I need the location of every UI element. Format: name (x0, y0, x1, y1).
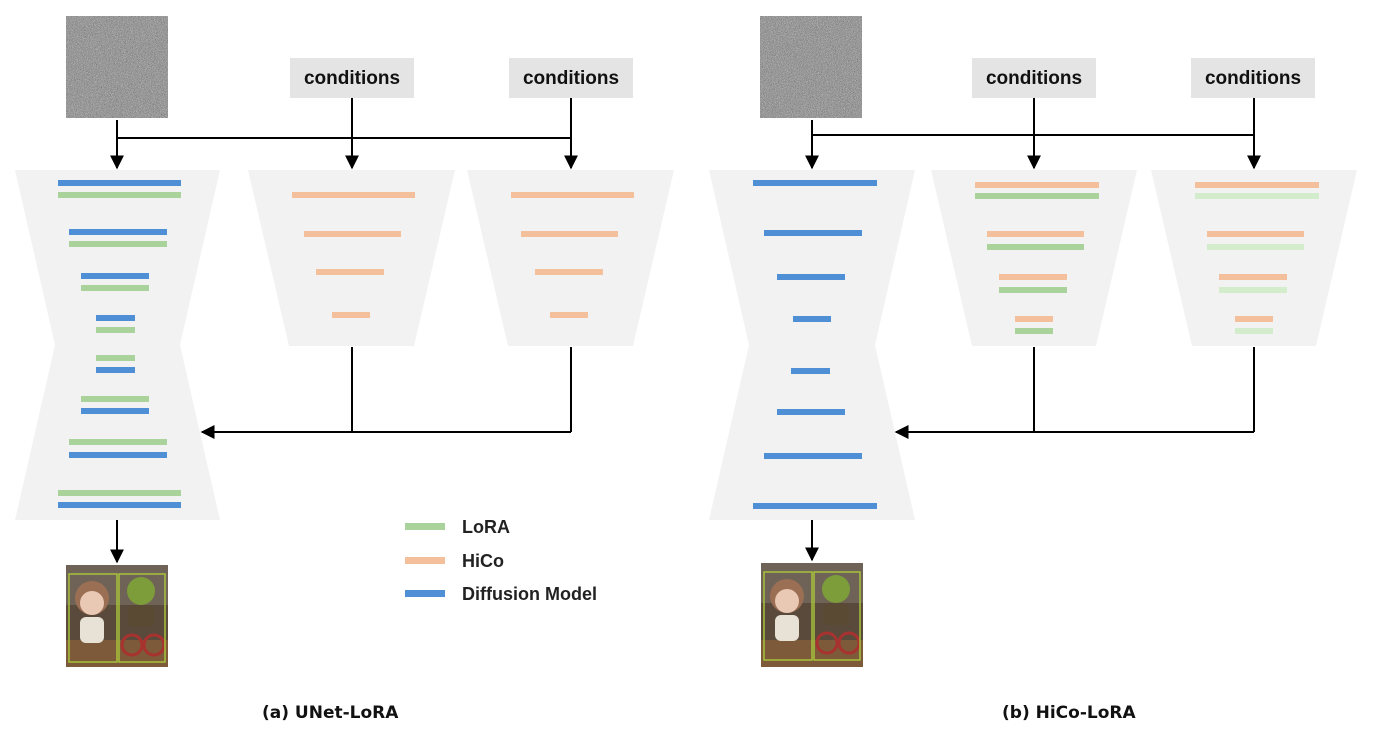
hico-layer-bar (1219, 274, 1287, 280)
legend: LoRA HiCo Diffusion Model (405, 517, 597, 604)
diffusion-layer-bar (96, 315, 135, 321)
conditions-label: conditions (986, 68, 1082, 89)
generated-image-b (761, 563, 863, 667)
hico-layer-bar (304, 231, 401, 237)
bbox-girl (68, 573, 118, 663)
diffusion-layer-bar (69, 452, 167, 458)
connectors-b (805, 98, 1261, 562)
diffusion-layer-bar (58, 180, 181, 186)
hico-layer-bar (999, 274, 1067, 280)
conditions-box-b1: conditions (972, 58, 1096, 98)
hico-layer-bar (535, 269, 603, 275)
noise-texture (760, 16, 862, 118)
legend-label-lora: LoRA (462, 517, 510, 537)
conditions-box-a2: conditions (509, 58, 633, 98)
diffusion-layer-bar (69, 229, 167, 235)
hico-layer-bar (316, 269, 384, 275)
lora-layer-bar (81, 285, 149, 291)
lora-layer-bar (69, 241, 167, 247)
caption-a: (a) UNet-LoRA (262, 703, 399, 723)
conditions-box-a1: conditions (290, 58, 414, 98)
caption-b: (b) HiCo-LoRA (1002, 703, 1136, 723)
generated-image-a (66, 565, 168, 667)
conditions-label: conditions (523, 68, 619, 89)
diffusion-layer-bar (753, 180, 877, 186)
hico-layer-bar (332, 312, 370, 318)
lora-layer-bar (69, 439, 167, 445)
connectors-a (110, 98, 578, 564)
hico-layer-bar (1195, 182, 1319, 188)
character-girl-body (775, 615, 799, 641)
bike-wheel (142, 633, 166, 657)
hico-layer-bar (292, 192, 415, 198)
bbox-ogre (118, 573, 166, 663)
bbox-ogre (813, 571, 861, 661)
diffusion-layer-bar (81, 408, 149, 414)
lora-layer-bar (1235, 328, 1273, 334)
lora-layer-bar (58, 192, 181, 198)
bike-wheel (120, 633, 144, 657)
diffusion-layer-bar (81, 273, 149, 279)
hico-layer-bar (1207, 231, 1304, 237)
panel-a: conditions conditions (15, 16, 674, 667)
bbox-girl (763, 571, 813, 661)
hico-layer-bar (511, 192, 634, 198)
hico-layer-bar (1235, 316, 1273, 322)
hico-layers (292, 192, 634, 318)
lora-layer-bar (58, 490, 181, 496)
hico-lora-layers-1 (975, 182, 1099, 334)
diffusion-layer-bar (793, 316, 831, 322)
lora-layer-bar (975, 193, 1099, 199)
condition-encoder-panel (467, 170, 674, 346)
lora-layer-bar (999, 287, 1067, 293)
diffusion-layer-bar (96, 367, 135, 373)
conditions-box-b2: conditions (1191, 58, 1315, 98)
character-girl-body (80, 617, 104, 643)
diffusion-layer-bar (777, 409, 845, 415)
condition-encoder-panel (1151, 170, 1357, 346)
diffusion-layer-bar (753, 503, 877, 509)
lora-layer-bar (1219, 287, 1287, 293)
lora-layer-bar (96, 327, 135, 333)
hico-layer-bar (521, 231, 618, 237)
legend-label-hico: HiCo (462, 551, 504, 571)
legend-swatch-hico (405, 557, 445, 564)
panel-b: conditions conditions (709, 16, 1357, 667)
character-ogre-head (127, 577, 155, 605)
character-ogre-body (128, 605, 154, 627)
unet-panel (15, 170, 220, 520)
hico-layer-bar (987, 231, 1084, 237)
hico-layer-bar (550, 312, 588, 318)
legend-label-diffusion: Diffusion Model (462, 584, 597, 604)
bike-wheel (815, 631, 839, 655)
diffusion-layer-bar (58, 502, 181, 508)
diffusion-layer-bar (764, 230, 862, 236)
unet-layers (753, 180, 877, 509)
unet-layers (58, 180, 181, 508)
lora-layer-bar (81, 396, 149, 402)
hico-lora-layers-2 (1195, 182, 1319, 334)
lora-layer-bar (987, 244, 1084, 250)
unet-panel (709, 170, 915, 520)
bike-wheel (837, 631, 861, 655)
lora-layer-bar (1195, 193, 1319, 199)
hico-layer-bar (975, 182, 1099, 188)
diffusion-layer-bar (764, 453, 862, 459)
hico-layer-bar (1015, 316, 1053, 322)
legend-swatch-diffusion (405, 590, 445, 597)
diffusion-layer-bar (791, 368, 830, 374)
lora-layer-bar (1207, 244, 1304, 250)
conditions-label: conditions (304, 68, 400, 89)
condition-encoder-panel (931, 170, 1137, 346)
lora-layer-bar (1015, 328, 1053, 334)
character-ogre-body (823, 603, 849, 625)
lora-layer-bar (96, 355, 135, 361)
conditions-label: conditions (1205, 68, 1301, 89)
noise-texture (66, 16, 168, 118)
character-ogre-head (822, 575, 850, 603)
condition-encoder-panel (248, 170, 455, 346)
legend-swatch-lora (405, 523, 445, 530)
diffusion-layer-bar (777, 274, 845, 280)
